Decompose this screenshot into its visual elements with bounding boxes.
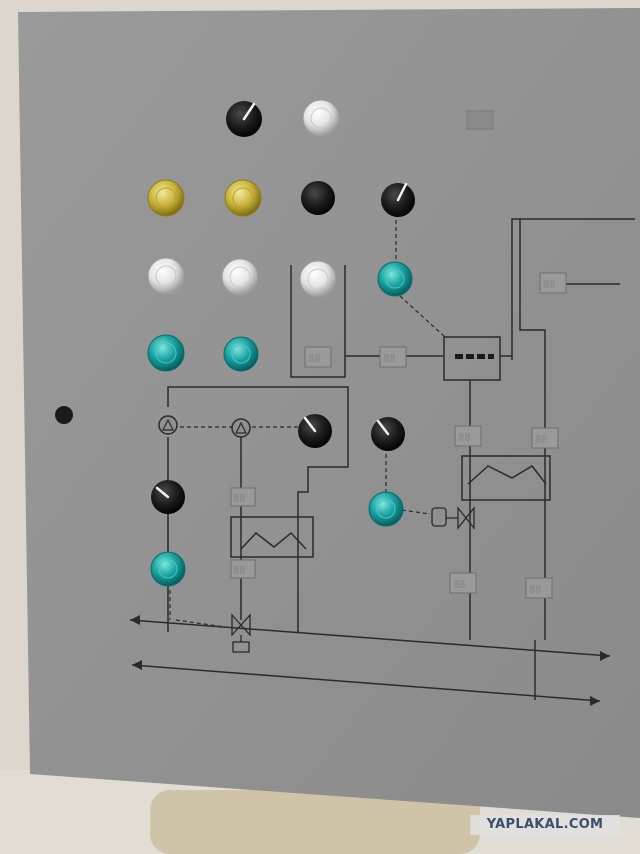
display-readout: 88 — [233, 564, 245, 577]
valve-icon — [431, 506, 475, 530]
pump-symbol-icon — [158, 415, 178, 435]
valve-icon — [231, 613, 251, 653]
display-readout: 88 — [458, 431, 470, 444]
digital-display: 88 — [539, 272, 567, 294]
digital-display: 88 — [230, 559, 256, 579]
digital-display: 88 — [379, 346, 407, 368]
rotary-knob[interactable] — [226, 101, 262, 137]
display-readout: 88 — [233, 492, 245, 505]
flow-arrow-icon — [132, 660, 142, 670]
flow-arrow-icon — [600, 651, 610, 661]
watermark: YAPLAKAL.COM — [470, 815, 620, 835]
digital-display: 88 — [454, 425, 482, 447]
display-readout: 88 — [308, 352, 320, 365]
indicator-lamp-teal[interactable] — [368, 491, 404, 527]
dashed-connectors — [167, 213, 446, 629]
mounting-hole — [55, 406, 73, 424]
indicator-lamp-white[interactable] — [302, 99, 340, 137]
indicator-lamp-white[interactable] — [221, 258, 259, 296]
indicator-lamp-yellow[interactable] — [147, 179, 185, 217]
pump-symbol-icon — [231, 418, 251, 438]
display-readout: 88 — [453, 578, 465, 591]
indicator-lamp-teal[interactable] — [150, 551, 186, 587]
rotary-knob[interactable] — [298, 414, 332, 448]
flow-meter-icon — [455, 354, 494, 359]
indicator-lamp-white[interactable] — [299, 260, 337, 298]
schematic-lines — [129, 218, 635, 702]
stool-seat — [150, 790, 480, 854]
indicator-lamp-white[interactable] — [147, 257, 185, 295]
indicator-lamp-teal[interactable] — [147, 334, 185, 372]
indicator-lamp-teal[interactable] — [223, 336, 259, 372]
display-readout: 88 — [470, 115, 482, 128]
digital-display: 88 — [466, 110, 494, 130]
rotary-knob[interactable] — [371, 417, 405, 451]
display-readout: 88 — [529, 583, 541, 596]
flow-arrow-icon — [590, 696, 600, 706]
digital-display: 88 — [449, 572, 477, 594]
digital-display: 88 — [525, 577, 553, 599]
digital-display: 88 — [531, 427, 559, 449]
rotary-knob[interactable] — [151, 480, 185, 514]
display-readout: 88 — [543, 278, 555, 291]
indicator-lamp-yellow[interactable] — [224, 179, 262, 217]
display-readout: 88 — [383, 352, 395, 365]
flow-arrow-icon — [130, 615, 140, 625]
rotary-knob[interactable] — [381, 182, 415, 217]
digital-display: 88 — [230, 487, 256, 507]
rotary-knob[interactable] — [301, 181, 335, 215]
display-readout: 88 — [535, 433, 547, 446]
indicator-lamp-teal[interactable] — [377, 261, 413, 297]
digital-display: 88 — [304, 346, 332, 368]
